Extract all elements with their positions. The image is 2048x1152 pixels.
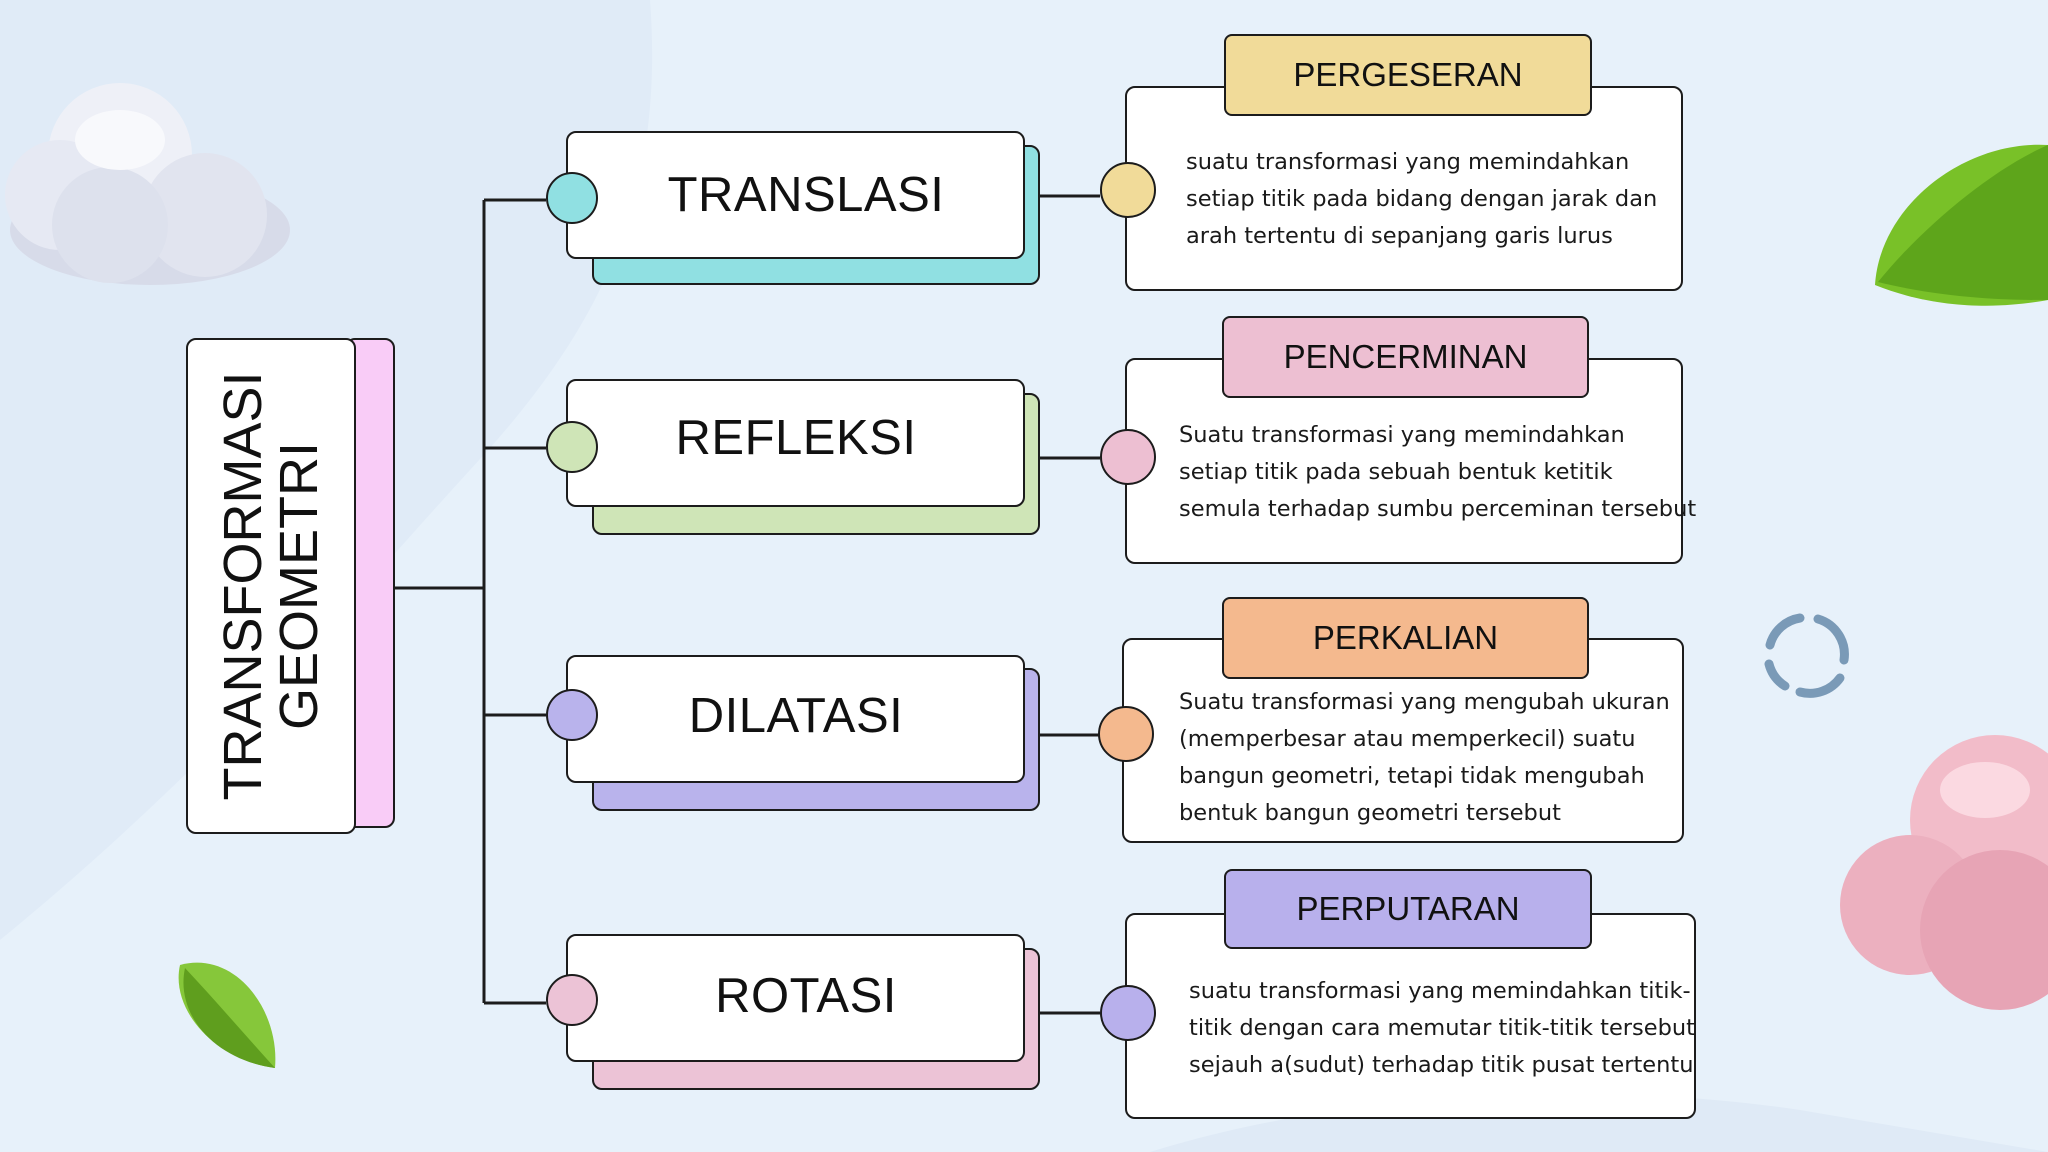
- desc-dot-pencerminan: [1100, 429, 1156, 485]
- desc-dot-perkalian: [1098, 706, 1154, 762]
- root-title-line1: TRANSFORMASI: [213, 371, 273, 801]
- title-tab-perkalian: PERKALIAN: [1222, 597, 1589, 679]
- title-tab-pencerminan: PENCERMINAN: [1222, 316, 1589, 398]
- desc-dot-perputaran: [1100, 985, 1156, 1041]
- node-translasi: [566, 131, 1025, 259]
- desc-line: suatu transformasi yang memindahkan titi…: [1189, 978, 1691, 1004]
- desc-dot-pergeseran: [1100, 162, 1156, 218]
- desc-line: Suatu transformasi yang memindahkan: [1179, 422, 1625, 448]
- desc-text-perputaran: suatu transformasi yang memindahkan titi…: [1189, 973, 1695, 1084]
- root-node: [186, 338, 356, 834]
- desc-line: setiap titik pada bidang dengan jarak da…: [1186, 186, 1658, 212]
- node-rotasi: [566, 934, 1025, 1062]
- desc-line: sejauh a(sudut) terhadap titik pusat ter…: [1189, 1052, 1694, 1078]
- node-dilatasi-label: DILATASI: [688, 689, 904, 743]
- desc-text-pergeseran: suatu transformasi yang memindahkan seti…: [1186, 144, 1657, 255]
- desc-line: bentuk bangun geometri tersebut: [1179, 800, 1561, 826]
- cloud-icon: [5, 83, 290, 285]
- desc-line: Suatu transformasi yang mengubah ukuran: [1179, 689, 1670, 715]
- node-translasi-label: TRANSLASI: [667, 168, 945, 222]
- root-title-line2: GEOMETRI: [269, 442, 329, 731]
- node-rotasi-dot: [546, 974, 598, 1026]
- leaf-icon: [178, 962, 276, 1068]
- title-tab-pergeseran: PERGESERAN: [1224, 34, 1592, 116]
- desc-line: semula terhadap sumbu perceminan tersebu…: [1179, 496, 1697, 522]
- desc-line: titik dengan cara memutar titik-titik te…: [1189, 1015, 1695, 1041]
- node-translasi-dot: [546, 172, 598, 224]
- node-dilatasi-dot: [546, 689, 598, 741]
- node-refleksi: [566, 379, 1025, 507]
- desc-card-pergeseran: [1125, 86, 1683, 291]
- desc-line: suatu transformasi yang memindahkan: [1186, 149, 1630, 175]
- title-tab-perputaran: PERPUTARAN: [1224, 869, 1592, 949]
- loading-ring-icon: [1764, 613, 1849, 698]
- desc-line: setiap titik pada sebuah bentuk ketitik: [1179, 459, 1613, 485]
- desc-line: (memperbesar atau memperkecil) suatu: [1179, 726, 1636, 752]
- node-refleksi-label: REFLEKSI: [675, 411, 917, 465]
- cloud-icon: [1840, 735, 2048, 1010]
- node-dilatasi: [566, 655, 1025, 783]
- desc-line: bangun geometri, tetapi tidak mengubah: [1179, 763, 1645, 789]
- node-refleksi-dot: [546, 421, 598, 473]
- desc-text-pencerminan: Suatu transformasi yang memindahkan seti…: [1179, 417, 1696, 528]
- desc-line: arah tertentu di sepanjang garis lurus: [1186, 223, 1613, 249]
- node-rotasi-label: ROTASI: [715, 969, 897, 1023]
- desc-text-perkalian: Suatu transformasi yang mengubah ukuran …: [1179, 684, 1670, 832]
- leaf-icon: [1875, 144, 2048, 306]
